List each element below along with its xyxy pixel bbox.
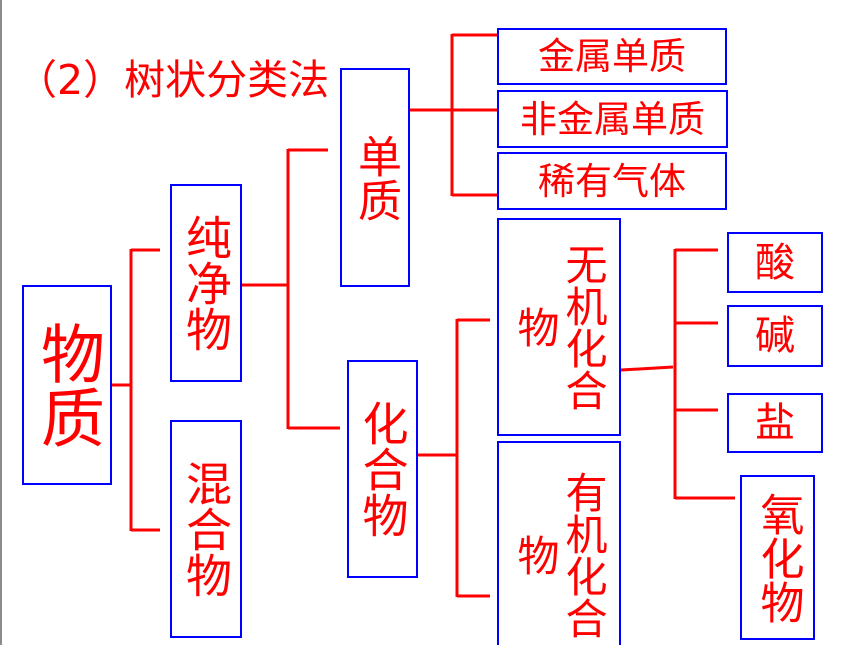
node-acid: 酸 (727, 232, 823, 293)
node-element-label: 单质 (350, 133, 401, 222)
node-compound-label: 化合物 (355, 400, 410, 538)
node-mixture-label: 混合物 (179, 460, 233, 598)
node-matter: 物质 (22, 285, 112, 485)
left-border-rule (0, 0, 2, 645)
node-metal-element: 金属单质 (497, 28, 727, 85)
node-inorganic-compound-label: 无机化合物 (511, 243, 608, 411)
node-base-label: 碱 (755, 313, 795, 359)
node-noble-gas: 稀有气体 (497, 152, 727, 210)
node-oxide-label: 氧化物 (752, 491, 804, 624)
node-mixture: 混合物 (170, 420, 242, 638)
node-organic-compound-label: 有机化合物 (511, 471, 608, 639)
node-acid-label: 酸 (755, 239, 795, 286)
connector-inorganic-branches (620, 248, 735, 500)
node-pure-substance: 纯净物 (170, 184, 242, 382)
node-element: 单质 (340, 68, 410, 287)
node-base: 碱 (727, 305, 823, 367)
node-matter-label: 物质 (30, 321, 104, 449)
connector-element-branches (410, 33, 497, 197)
connector-pure-substance-branches (242, 148, 340, 430)
slide-title: （2）树状分类法 (16, 56, 330, 104)
node-inorganic-compound: 无机化合物 (497, 218, 621, 436)
node-nonmetal-element: 非金属单质 (497, 90, 728, 148)
connector-matter-branches (112, 248, 160, 532)
node-pure-substance-label: 纯净物 (179, 214, 233, 352)
node-metal-element-label: 金属单质 (538, 35, 686, 78)
node-organic-compound: 有机化合物 (497, 441, 621, 645)
node-oxide: 氧化物 (740, 475, 815, 640)
node-noble-gas-label: 稀有气体 (538, 159, 686, 203)
node-nonmetal-element-label: 非金属单质 (520, 97, 705, 141)
node-salt-label: 盐 (755, 400, 795, 446)
node-salt: 盐 (727, 393, 823, 453)
node-compound: 化合物 (347, 360, 418, 578)
connector-compound-branches (418, 318, 490, 598)
